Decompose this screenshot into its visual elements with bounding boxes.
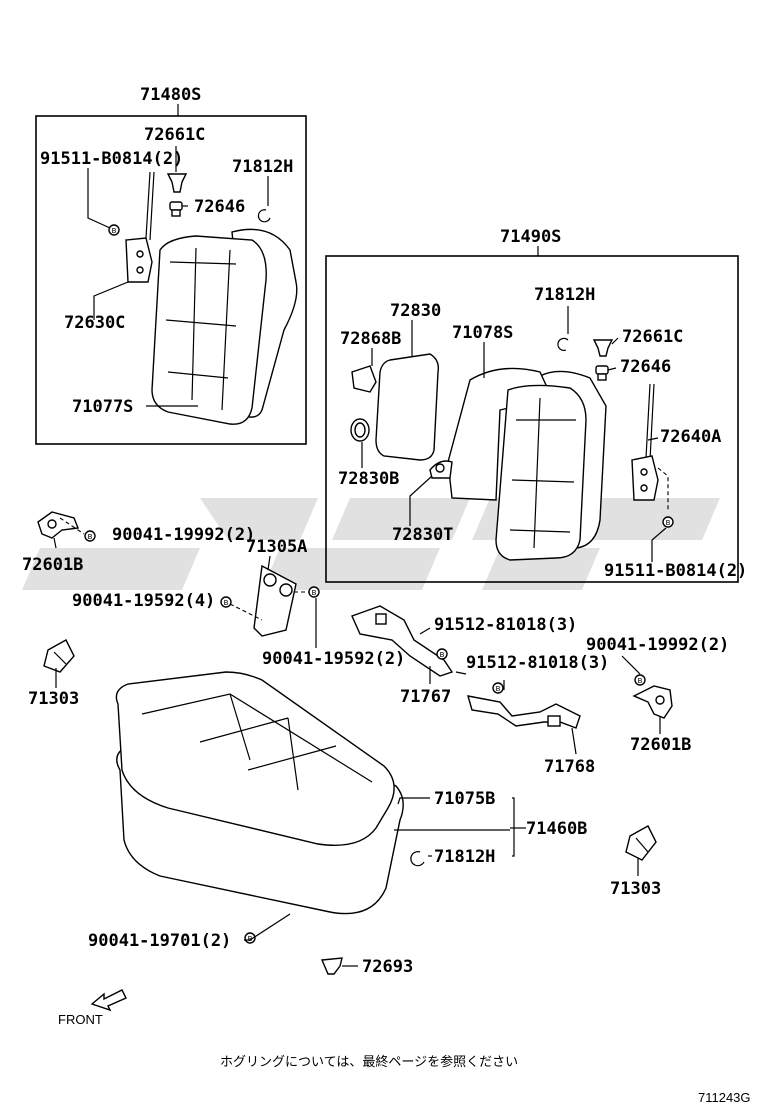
label-71812h: 71812H [434, 847, 495, 867]
bracket-71768 [467, 695, 581, 729]
label-71460b: 71460B [526, 819, 587, 839]
cover-72830t [429, 460, 453, 479]
leader-lines [53, 146, 667, 967]
svg-text:B: B [112, 227, 117, 235]
group-box-71480s [35, 115, 307, 445]
svg-text:B: B [224, 599, 229, 607]
label-71303: 71303 [28, 689, 79, 709]
hinge-71303 [43, 639, 75, 673]
bolt-icon: B [84, 530, 96, 542]
clip-72661c [166, 173, 188, 193]
bracket-71767 [351, 605, 454, 677]
label-72601b: 72601B [22, 555, 83, 575]
label-72661c: 72661C [622, 327, 683, 347]
bolt-icon: B [634, 674, 646, 686]
bolt-icon: B [492, 682, 504, 694]
svg-text:B: B [638, 677, 643, 685]
label-72646: 72646 [194, 197, 245, 217]
bolt-icon: B [220, 596, 232, 608]
svg-text:B: B [248, 935, 253, 943]
label-91512-81018: 91512-81018(3) [434, 615, 577, 635]
stay-72640a [631, 383, 669, 510]
label-90041-19992: 90041-19992(2) [112, 525, 255, 545]
label-71767: 71767 [400, 687, 451, 707]
label-front: FRONT [58, 1012, 103, 1027]
bolt-icon: B [308, 586, 320, 598]
seatback-71078s [447, 367, 607, 561]
ring-71812h [410, 851, 425, 867]
label-71768: 71768 [544, 757, 595, 777]
label-71305a: 71305A [246, 537, 307, 557]
watermark-logo [22, 498, 720, 590]
footnote: ホグリングについては、最終ページを参照ください [220, 1054, 518, 1070]
label-72830t: 72830T [392, 525, 453, 545]
label-72601b: 72601B [630, 735, 691, 755]
label-72830b: 72830B [338, 469, 399, 489]
armrest-72830 [375, 353, 440, 461]
label-91512-81018: 91512-81018(3) [466, 653, 609, 673]
label-71812h: 71812H [534, 285, 595, 305]
label-72640a: 72640A [660, 427, 721, 447]
ring-71812h [557, 337, 569, 351]
label-72693: 72693 [362, 957, 413, 977]
bracket-71305a [229, 564, 312, 637]
label-71480s: 71480S [140, 85, 201, 105]
label-91511-b0814: 91511-B0814(2) [604, 561, 747, 581]
figure-reference: 711243G [698, 1090, 751, 1105]
hook-72601b [632, 685, 673, 719]
label-71303: 71303 [610, 879, 661, 899]
svg-text:B: B [312, 589, 317, 597]
label-72661c: 72661C [144, 125, 205, 145]
label-71078s: 71078S [452, 323, 513, 343]
label-71812h: 71812H [232, 157, 293, 177]
svg-text:B: B [440, 651, 445, 659]
label-71490s: 71490S [500, 227, 561, 247]
label-72868b: 72868B [340, 329, 401, 349]
bolt-icon: B [108, 224, 120, 236]
clip-72661c [592, 339, 614, 357]
label-72630c: 72630C [64, 313, 125, 333]
svg-text:B: B [88, 533, 93, 541]
label-90041-19701: 90041-19701(2) [88, 931, 231, 951]
cap-72830b [350, 418, 370, 442]
label-71075b: 71075B [434, 789, 495, 809]
bolt-icon: B [662, 516, 674, 528]
bolt-icon: B [436, 648, 448, 660]
label-71077s: 71077S [72, 397, 133, 417]
bracket-72868b [351, 365, 377, 393]
hinge-71303 [625, 825, 657, 861]
seat-cushion-71075b [115, 671, 404, 915]
label-72646: 72646 [620, 357, 671, 377]
label-72830: 72830 [390, 301, 441, 321]
svg-text:B: B [666, 519, 671, 527]
stay-72630c [125, 171, 155, 283]
clip-72693 [320, 957, 343, 975]
hook-72601b [37, 511, 85, 539]
label-90041-19992: 90041-19992(2) [586, 635, 729, 655]
label-90041-19592: 90041-19592(4) [72, 591, 215, 611]
group-box-71490s [325, 255, 739, 583]
front-arrow-icon [90, 989, 127, 1012]
ring-71812h [257, 209, 271, 223]
seatback-71077s [151, 228, 298, 425]
label-90041-19592: 90041-19592(2) [262, 649, 405, 669]
grommet-72646 [169, 201, 183, 217]
grommet-72646 [595, 365, 609, 381]
svg-text:B: B [496, 685, 501, 693]
label-91511-b0814: 91511-B0814(2) [40, 149, 183, 169]
